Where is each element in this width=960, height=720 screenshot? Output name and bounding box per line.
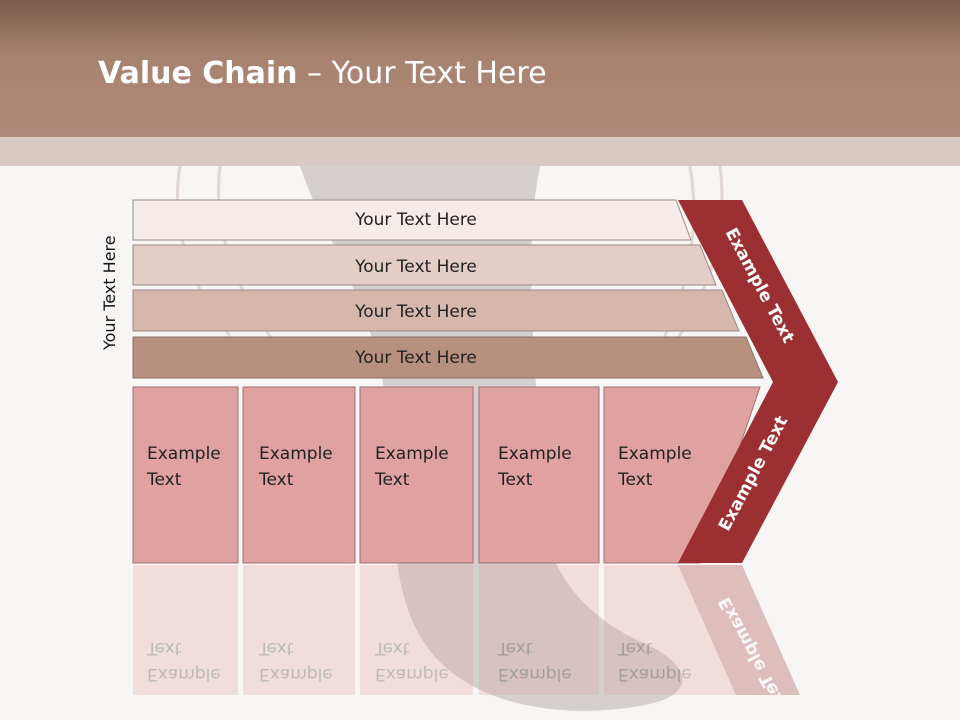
box-1-line2: Text: [146, 470, 182, 490]
row-4: Your Text Here: [132, 336, 764, 379]
box-3: Example Text: [359, 386, 474, 564]
box-3-line1: Example: [375, 444, 449, 464]
row-2-label: Your Text Here: [354, 257, 477, 277]
header-band: [0, 137, 960, 166]
reflection-box-2-line2: Text: [258, 638, 294, 658]
row-1: Your Text Here: [132, 199, 692, 241]
row-3: Your Text Here: [132, 289, 740, 332]
reflection-box-4-line1: Example: [498, 664, 572, 684]
box-2-line1: Example: [259, 444, 333, 464]
box-4-line2: Text: [497, 470, 533, 490]
header-bar: [0, 0, 960, 137]
box-1: Example Text: [132, 386, 239, 564]
box-2-line2: Text: [258, 470, 294, 490]
reflection-box-1-line2: Text: [146, 638, 182, 658]
row-1-label: Your Text Here: [354, 210, 477, 230]
box-5-line2: Text: [617, 470, 653, 490]
reflection-box-5-line1: Example: [618, 664, 692, 684]
reflection-box-3-line1: Example: [375, 664, 449, 684]
diagram-reflection: Example Text Example Text Example Text E…: [133, 565, 800, 715]
box-1-line1: Example: [147, 444, 221, 464]
row-3-label: Your Text Here: [354, 302, 477, 322]
row-4-label: Your Text Here: [354, 348, 477, 368]
reflection-box-1-line1: Example: [147, 664, 221, 684]
reflection-box-2-line1: Example: [259, 664, 333, 684]
reflection-box-5-line2: Text: [617, 638, 653, 658]
box-2: Example Text: [242, 386, 356, 564]
row-2: Your Text Here: [132, 244, 717, 286]
reflection-box-4-line2: Text: [497, 638, 533, 658]
box-4: Example Text: [478, 386, 600, 564]
slide-title: Value Chain – Your Text Here: [98, 56, 547, 91]
box-5: Example Text: [603, 386, 761, 564]
box-4-line1: Example: [498, 444, 572, 464]
box-5-line1: Example: [618, 444, 692, 464]
reflection-box-3-line2: Text: [374, 638, 410, 658]
box-3-line2: Text: [374, 470, 410, 490]
